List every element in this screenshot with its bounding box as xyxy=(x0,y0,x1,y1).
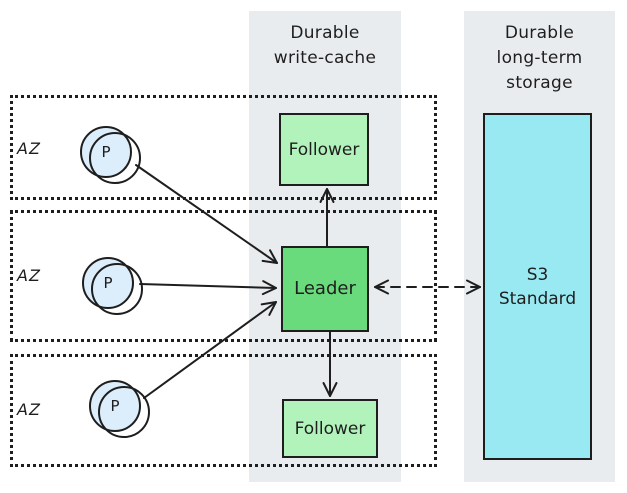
follower-top-node: Follower xyxy=(279,113,369,186)
write-cache-panel-title: Durable write-cache xyxy=(273,23,377,68)
leader-node: Leader xyxy=(281,246,369,332)
long-term-storage-panel-title: Durable long-term storage xyxy=(496,23,583,93)
az-label-bottom: AZ xyxy=(17,400,41,419)
producer-shadow-circle xyxy=(89,132,141,184)
az-zone-top xyxy=(10,95,437,200)
producer-shadow-circle xyxy=(98,386,150,438)
producer-shadow-circle xyxy=(91,263,143,315)
az-label-middle: AZ xyxy=(17,266,41,285)
s3-standard-node: S3 Standard xyxy=(483,113,592,460)
az-label-top: AZ xyxy=(17,139,41,158)
producer-node-bottom: P xyxy=(89,380,150,438)
az-zone-middle xyxy=(10,210,437,342)
follower-bottom-node: Follower xyxy=(282,399,378,458)
producer-node-middle: P xyxy=(82,257,143,315)
producer-node-top: P xyxy=(80,126,141,184)
producer-label: P xyxy=(110,397,120,415)
producer-label: P xyxy=(101,143,111,161)
producer-label: P xyxy=(103,274,113,292)
